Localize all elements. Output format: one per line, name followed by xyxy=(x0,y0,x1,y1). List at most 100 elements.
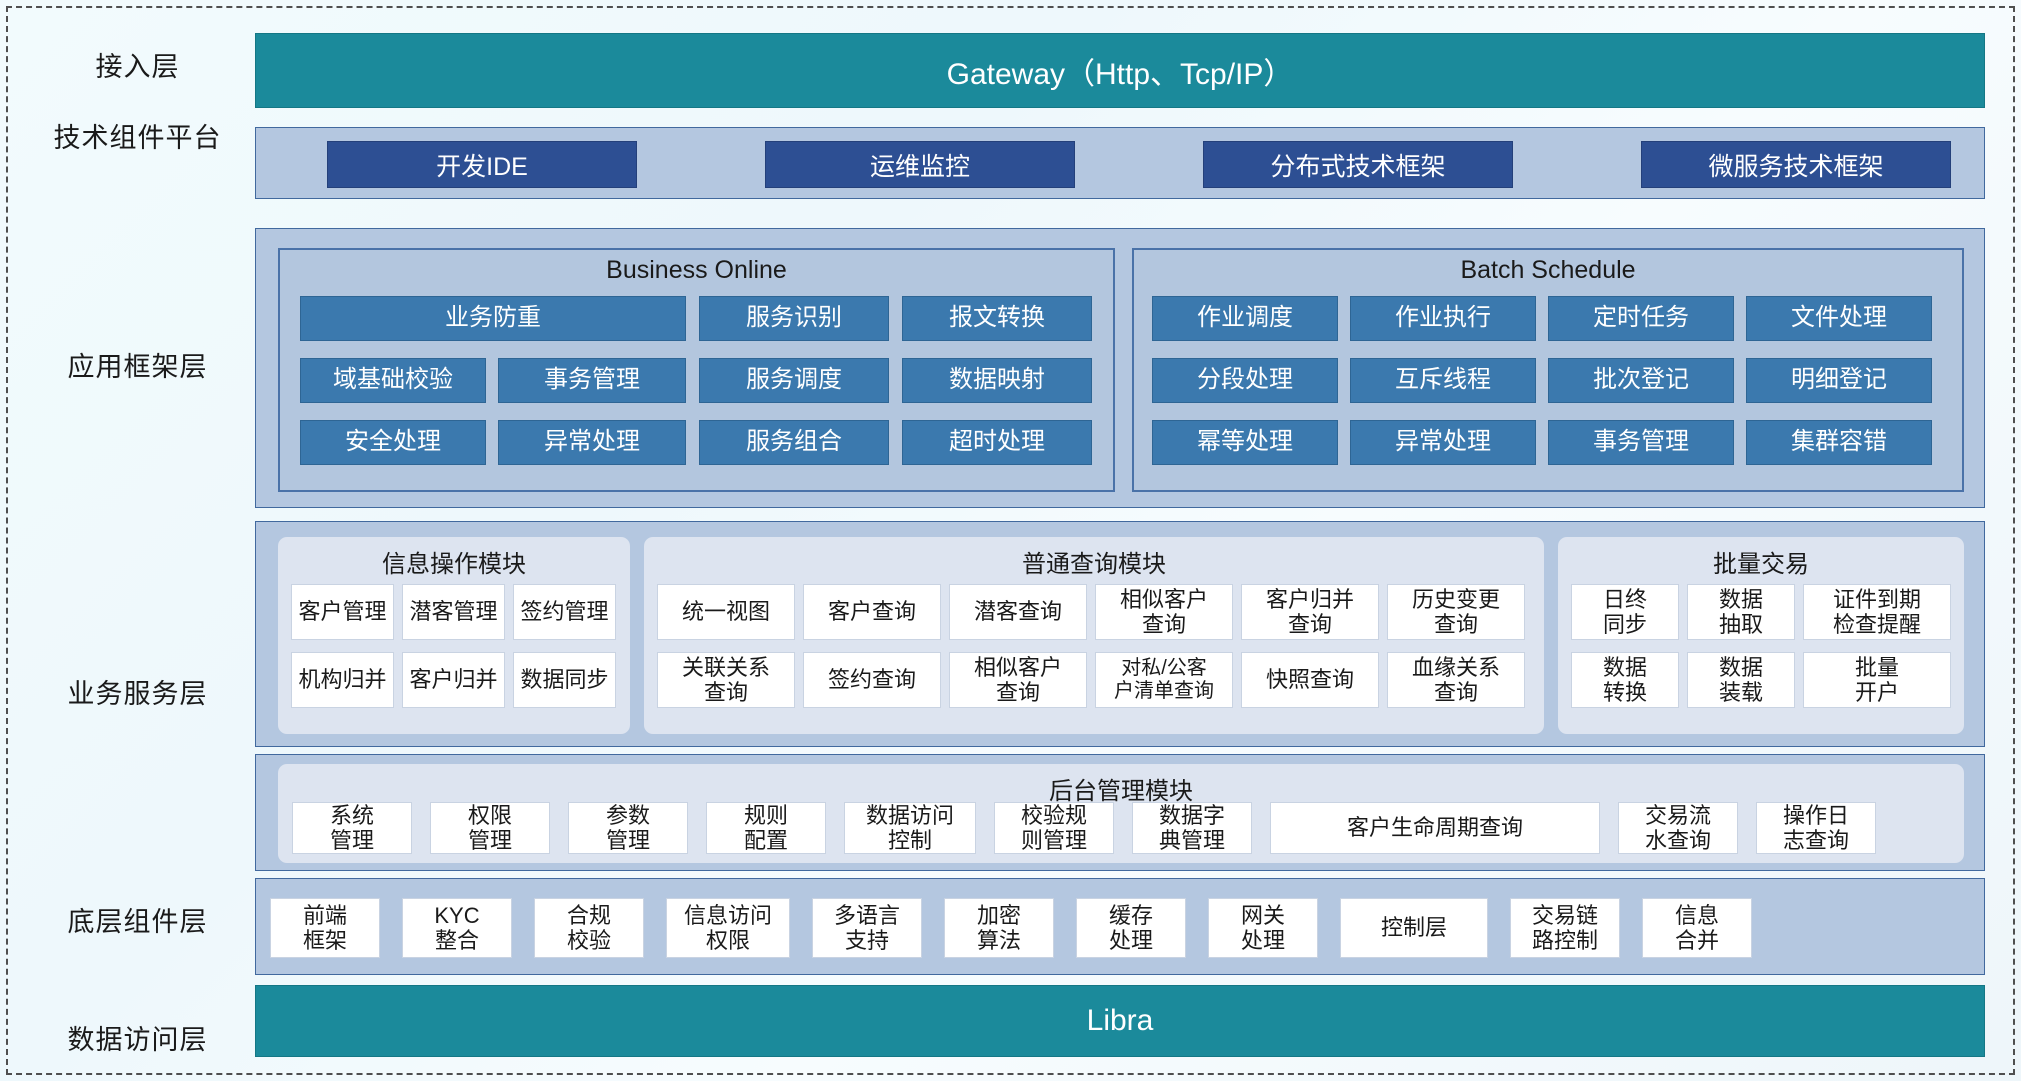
svc-cell-back-5[interactable]: 校验规 则管理 xyxy=(994,802,1114,854)
base-cell-8[interactable]: 控制层 xyxy=(1340,898,1488,958)
layer-label-base: 底层组件层 xyxy=(67,907,208,937)
svc-group-title-backstage: 后台管理模块 xyxy=(1049,778,1193,805)
tech-item-ops[interactable]: 运维监控 xyxy=(765,141,1075,188)
frame-cell-bs-0-0[interactable]: 作业调度 xyxy=(1152,296,1338,341)
base-cell-3[interactable]: 信息访问 权限 xyxy=(666,898,790,958)
svc-cell-back-1[interactable]: 权限 管理 xyxy=(430,802,550,854)
svc-group-info-ops: 信息操作模块 客户管理 潜客管理 签约管理 机构归并 客户归并 数据同步 xyxy=(278,537,630,734)
base-cell-1[interactable]: KYC 整合 xyxy=(402,898,512,958)
frame-cell-bo-0-0[interactable]: 业务防重 xyxy=(300,296,686,341)
svc-cell-batch-0-1[interactable]: 数据 抽取 xyxy=(1687,584,1795,640)
frame-cell-bs-2-2[interactable]: 事务管理 xyxy=(1548,420,1734,465)
frame-group-batch-schedule: Batch Schedule 作业调度 作业执行 定时任务 文件处理 分段处理 … xyxy=(1132,248,1964,492)
frame-cell-bo-2-3[interactable]: 超时处理 xyxy=(902,420,1092,465)
frame-cell-bo-2-1[interactable]: 异常处理 xyxy=(498,420,686,465)
frame-cell-bo-0-2[interactable]: 报文转换 xyxy=(902,296,1092,341)
base-cell-4[interactable]: 多语言 支持 xyxy=(812,898,922,958)
frame-cell-bo-1-1[interactable]: 事务管理 xyxy=(498,358,686,403)
base-cell-0[interactable]: 前端 框架 xyxy=(270,898,380,958)
app-framework-band: Business Online 业务防重 服务识别 报文转换 域基础校验 事务管… xyxy=(255,228,1985,508)
frame-cell-bs-1-0[interactable]: 分段处理 xyxy=(1152,358,1338,403)
svc-group-backstage: 后台管理模块 系统 管理 权限 管理 参数 管理 规则 配置 数据访问 控制 校… xyxy=(278,764,1964,863)
svc-cell-query-1-2[interactable]: 相似客户 查询 xyxy=(949,652,1087,708)
svc-group-common-query: 普通查询模块 统一视图 客户查询 潜客查询 相似客户 查询 客户归并 查询 历史… xyxy=(644,537,1544,734)
layer-label-appframe: 应用框架层 xyxy=(67,352,208,382)
svc-cell-query-1-3[interactable]: 对私/公客 户清单查询 xyxy=(1095,652,1233,708)
frame-cell-bo-1-2[interactable]: 服务调度 xyxy=(699,358,889,403)
svc-cell-query-0-1[interactable]: 客户查询 xyxy=(803,584,941,640)
base-cell-5[interactable]: 加密 算法 xyxy=(944,898,1054,958)
frame-cell-bs-1-3[interactable]: 明细登记 xyxy=(1746,358,1932,403)
svc-group-title-common-query: 普通查询模块 xyxy=(1022,551,1166,578)
frame-cell-bo-1-0[interactable]: 域基础校验 xyxy=(300,358,486,403)
svc-cell-back-6[interactable]: 数据字 典管理 xyxy=(1132,802,1252,854)
svc-cell-batch-1-1[interactable]: 数据 装载 xyxy=(1687,652,1795,708)
layer-label-access: 接入层 xyxy=(95,52,180,82)
svc-cell-query-1-1[interactable]: 签约查询 xyxy=(803,652,941,708)
svc-cell-query-1-4[interactable]: 快照查询 xyxy=(1241,652,1379,708)
gateway-bar[interactable]: Gateway（Http、Tcp/IP） xyxy=(255,33,1985,108)
tech-item-ide[interactable]: 开发IDE xyxy=(327,141,637,188)
frame-cell-bs-2-1[interactable]: 异常处理 xyxy=(1350,420,1536,465)
svc-cell-batch-0-2[interactable]: 证件到期 检查提醒 xyxy=(1803,584,1951,640)
svc-cell-batch-1-2[interactable]: 批量 开户 xyxy=(1803,652,1951,708)
base-cell-2[interactable]: 合规 校验 xyxy=(534,898,644,958)
frame-group-title-business-online: Business Online xyxy=(606,256,787,284)
frame-cell-bs-1-1[interactable]: 互斥线程 xyxy=(1350,358,1536,403)
svc-cell-back-3[interactable]: 规则 配置 xyxy=(706,802,826,854)
svc-cell-query-0-4[interactable]: 客户归并 查询 xyxy=(1241,584,1379,640)
gateway-label: Gateway（Http、Tcp/IP） xyxy=(946,57,1294,91)
business-service-top-band: 信息操作模块 客户管理 潜客管理 签约管理 机构归并 客户归并 数据同步 普通查… xyxy=(255,521,1985,747)
svc-cell-batch-0-0[interactable]: 日终 同步 xyxy=(1571,584,1679,640)
business-service-bottom-band: 后台管理模块 系统 管理 权限 管理 参数 管理 规则 配置 数据访问 控制 校… xyxy=(255,754,1985,871)
libra-label: Libra xyxy=(1086,1004,1154,1037)
svc-cell-query-0-3[interactable]: 相似客户 查询 xyxy=(1095,584,1233,640)
tech-item-micro[interactable]: 微服务技术框架 xyxy=(1641,141,1951,188)
svc-cell-back-8[interactable]: 交易流 水查询 xyxy=(1618,802,1738,854)
base-component-band: 前端 框架 KYC 整合 合规 校验 信息访问 权限 多语言 支持 加密 算法 … xyxy=(255,878,1985,975)
svc-cell-back-7[interactable]: 客户生命周期查询 xyxy=(1270,802,1600,854)
svc-cell-query-0-5[interactable]: 历史变更 查询 xyxy=(1387,584,1525,640)
frame-cell-bs-2-3[interactable]: 集群容错 xyxy=(1746,420,1932,465)
frame-group-title-batch-schedule: Batch Schedule xyxy=(1460,256,1636,284)
svc-group-title-info-ops: 信息操作模块 xyxy=(382,551,526,578)
diagram-outer-border xyxy=(6,6,2015,1075)
svc-cell-query-1-0[interactable]: 关联关系 查询 xyxy=(657,652,795,708)
base-cell-10[interactable]: 信息 合并 xyxy=(1642,898,1752,958)
svc-cell-back-0[interactable]: 系统 管理 xyxy=(292,802,412,854)
svc-cell-query-0-2[interactable]: 潜客查询 xyxy=(949,584,1087,640)
svc-cell-query-1-5[interactable]: 血缘关系 查询 xyxy=(1387,652,1525,708)
frame-cell-bo-2-2[interactable]: 服务组合 xyxy=(699,420,889,465)
base-cell-7[interactable]: 网关 处理 xyxy=(1208,898,1318,958)
svc-cell-info-1-2[interactable]: 数据同步 xyxy=(513,652,616,708)
layer-label-bizsvc: 业务服务层 xyxy=(67,679,208,709)
svc-cell-info-0-2[interactable]: 签约管理 xyxy=(513,584,616,640)
base-cell-9[interactable]: 交易链 路控制 xyxy=(1510,898,1620,958)
tech-item-distrib[interactable]: 分布式技术框架 xyxy=(1203,141,1513,188)
frame-cell-bs-1-2[interactable]: 批次登记 xyxy=(1548,358,1734,403)
frame-cell-bs-2-0[interactable]: 幂等处理 xyxy=(1152,420,1338,465)
frame-cell-bs-0-1[interactable]: 作业执行 xyxy=(1350,296,1536,341)
svc-cell-query-0-0[interactable]: 统一视图 xyxy=(657,584,795,640)
frame-cell-bo-2-0[interactable]: 安全处理 xyxy=(300,420,486,465)
frame-cell-bs-0-3[interactable]: 文件处理 xyxy=(1746,296,1932,341)
svc-group-batch-trade: 批量交易 日终 同步 数据 抽取 证件到期 检查提醒 数据 转换 数据 装载 批… xyxy=(1558,537,1964,734)
svc-group-title-batch-trade: 批量交易 xyxy=(1713,551,1809,578)
svc-cell-info-0-0[interactable]: 客户管理 xyxy=(291,584,394,640)
frame-cell-bo-1-3[interactable]: 数据映射 xyxy=(902,358,1092,403)
svc-cell-info-0-1[interactable]: 潜客管理 xyxy=(402,584,505,640)
svc-cell-info-1-0[interactable]: 机构归并 xyxy=(291,652,394,708)
svc-cell-back-2[interactable]: 参数 管理 xyxy=(568,802,688,854)
layer-label-tech: 技术组件平台 xyxy=(53,123,222,153)
base-cell-6[interactable]: 缓存 处理 xyxy=(1076,898,1186,958)
data-access-bar[interactable]: Libra xyxy=(255,985,1985,1057)
frame-cell-bs-0-2[interactable]: 定时任务 xyxy=(1548,296,1734,341)
tech-platform-band: 开发IDE 运维监控 分布式技术框架 微服务技术框架 xyxy=(255,127,1985,199)
svc-cell-info-1-1[interactable]: 客户归并 xyxy=(402,652,505,708)
svc-cell-back-9[interactable]: 操作日 志查询 xyxy=(1756,802,1876,854)
frame-group-business-online: Business Online 业务防重 服务识别 报文转换 域基础校验 事务管… xyxy=(278,248,1115,492)
svc-cell-back-4[interactable]: 数据访问 控制 xyxy=(844,802,976,854)
frame-cell-bo-0-1[interactable]: 服务识别 xyxy=(699,296,889,341)
svc-cell-batch-1-0[interactable]: 数据 转换 xyxy=(1571,652,1679,708)
